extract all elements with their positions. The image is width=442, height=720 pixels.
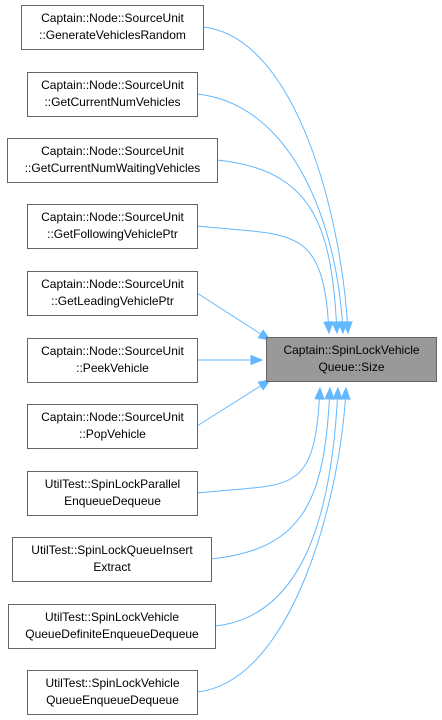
node-label-line1: Captain::Node::SourceUnit: [41, 11, 184, 25]
arrowhead-6: [250, 354, 264, 366]
caller-node-box: [27, 204, 198, 249]
caller-node-box: [27, 471, 198, 516]
node-label-line2: ::GetFollowingVehiclePtr: [47, 227, 178, 241]
arrowhead-8: [314, 386, 325, 400]
node-label-line1: Captain::SpinLockVehicle: [283, 343, 419, 357]
node-label-line2: QueueDefiniteEnqueueDequeue: [25, 627, 199, 641]
edge-1: [202, 26, 349, 334]
node-label-line1: UtilTest::SpinLockQueueInsert: [31, 543, 193, 557]
node-label-line2: ::PopVehicle: [79, 427, 146, 441]
node-label-line1: Captain::Node::SourceUnit: [41, 78, 184, 92]
caller-node-5[interactable]: Captain::Node::SourceUnit::GetLeadingVeh…: [27, 271, 198, 316]
caller-node-2[interactable]: Captain::Node::SourceUnit::GetCurrentNum…: [27, 72, 198, 117]
arrowhead-7: [257, 379, 272, 391]
caller-node-box: [12, 537, 212, 582]
edge-3: [216, 159, 338, 334]
caller-node-box: [27, 404, 198, 449]
node-label-line1: Captain::Node::SourceUnit: [41, 410, 184, 424]
node-label-line2: EnqueueDequeue: [64, 494, 161, 508]
caller-node-box: [27, 271, 198, 316]
arrowhead-11: [340, 386, 351, 400]
caller-node-11[interactable]: UtilTest::SpinLockVehicleQueueEnqueueDeq…: [27, 670, 198, 715]
edge-10: [214, 387, 339, 627]
caller-node-4[interactable]: Captain::Node::SourceUnit::GetFollowingV…: [27, 204, 198, 249]
caller-node-box: [27, 72, 198, 117]
node-label-line2: ::GenerateVehiclesRandom: [39, 28, 186, 42]
node-label-line2: ::GetCurrentNumWaitingVehicles: [25, 161, 201, 175]
caller-node-1[interactable]: Captain::Node::SourceUnit::GenerateVehic…: [21, 5, 204, 50]
node-label-line1: Captain::Node::SourceUnit: [41, 277, 184, 291]
node-label-line1: UtilTest::SpinLockVehicle: [45, 676, 179, 690]
edge-7: [196, 379, 271, 427]
caller-node-3[interactable]: Captain::Node::SourceUnit::GetCurrentNum…: [7, 138, 218, 183]
node-label-line1: UtilTest::SpinLockParallel: [45, 477, 180, 491]
arrowhead-4: [323, 321, 334, 335]
node-label-line2: ::PeekVehicle: [76, 361, 149, 375]
arrowhead-3: [331, 321, 342, 335]
edge-5: [196, 292, 271, 341]
edge-8: [196, 387, 321, 494]
caller-node-7[interactable]: Captain::Node::SourceUnit::PopVehicle: [27, 404, 198, 449]
caller-node-box: [7, 138, 218, 183]
caller-node-box: [21, 5, 204, 50]
caller-node-box: [27, 670, 198, 715]
node-label-line2: Extract: [93, 560, 131, 574]
edge-9: [210, 387, 331, 560]
node-label-line2: ::GetCurrentNumVehicles: [44, 95, 180, 109]
node-label-line2: QueueEnqueueDequeue: [46, 693, 179, 707]
arrowhead-10: [332, 386, 343, 400]
node-label-line2: Queue::Size: [318, 360, 384, 374]
caller-node-box: [8, 604, 216, 649]
target-node-box: [266, 337, 437, 382]
edge-2: [196, 93, 344, 334]
edge-4: [196, 225, 330, 334]
caller-node-6[interactable]: Captain::Node::SourceUnit::PeekVehicle: [27, 338, 198, 383]
node-label-line1: Captain::Node::SourceUnit: [41, 144, 184, 158]
node-label-line1: Captain::Node::SourceUnit: [41, 344, 184, 358]
node-label-line2: ::GetLeadingVehiclePtr: [51, 294, 174, 308]
edge-11: [196, 387, 347, 693]
nodes-layer: Captain::Node::SourceUnit::GenerateVehic…: [7, 5, 437, 715]
node-label-line1: UtilTest::SpinLockVehicle: [45, 610, 179, 624]
arrowhead-9: [324, 386, 335, 400]
caller-node-10[interactable]: UtilTest::SpinLockVehicleQueueDefiniteEn…: [8, 604, 216, 649]
caller-node-box: [27, 338, 198, 383]
node-label-line1: Captain::Node::SourceUnit: [41, 210, 184, 224]
